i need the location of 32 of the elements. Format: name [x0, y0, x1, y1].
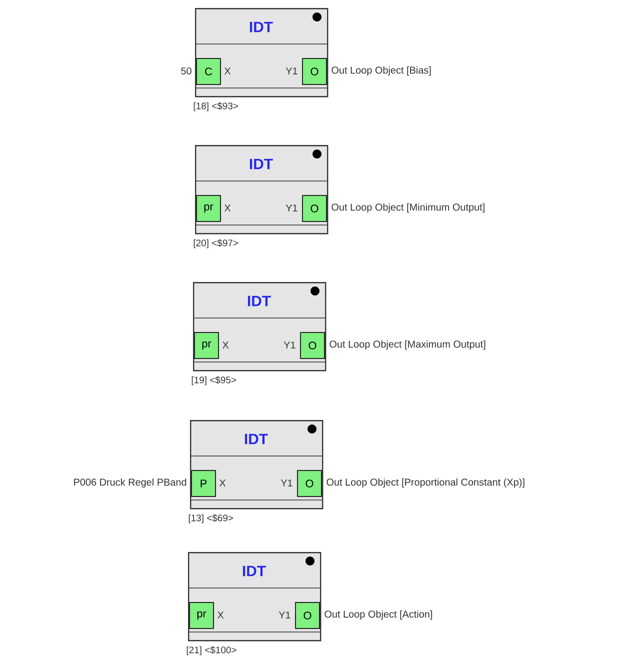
input-value-label: P006 Druck Regel PBand [74, 478, 186, 488]
block-id-label: [13] <$69> [188, 514, 233, 524]
output-label: Out Loop Object [Minimum Output] [332, 203, 484, 213]
pin-label: X [217, 612, 224, 618]
pin-label: Y1 [286, 68, 298, 74]
input-port: pr [194, 332, 219, 359]
input-value-label: 50 [181, 67, 192, 75]
pin-label: Y1 [280, 480, 292, 486]
block-id-label: [19] <$95> [192, 376, 236, 386]
output-port: O [300, 332, 325, 359]
pin-label: Y1 [284, 342, 296, 348]
pin-label: Y1 [286, 204, 298, 212]
input-port: C [196, 58, 221, 85]
pin-label: X [224, 204, 231, 212]
input-port: pr [196, 195, 221, 222]
output-port: O [297, 470, 322, 497]
pin-label: X [219, 480, 226, 486]
output-label: Out Loop Object [Action] [324, 610, 432, 620]
output-port: O [295, 602, 320, 629]
output-label: Out Loop Object [Bias] [332, 66, 431, 76]
block-id-label: [20] <$97> [194, 239, 238, 248]
output-port: O [302, 58, 327, 85]
pin-label: X [224, 68, 231, 74]
input-port: pr [189, 602, 214, 629]
block-id-label: [21] <$100> [186, 646, 236, 656]
output-label: Out Loop Object [Proportional Constant (Xp)] [326, 478, 524, 488]
input-port: P [191, 470, 216, 497]
pin-label: X [222, 342, 229, 348]
pin-label: Y1 [278, 612, 290, 618]
output-label: Out Loop Object [Maximum Output] [330, 340, 486, 350]
block-id-label: [18] <$93> [194, 102, 238, 112]
output-port: O [302, 195, 327, 222]
